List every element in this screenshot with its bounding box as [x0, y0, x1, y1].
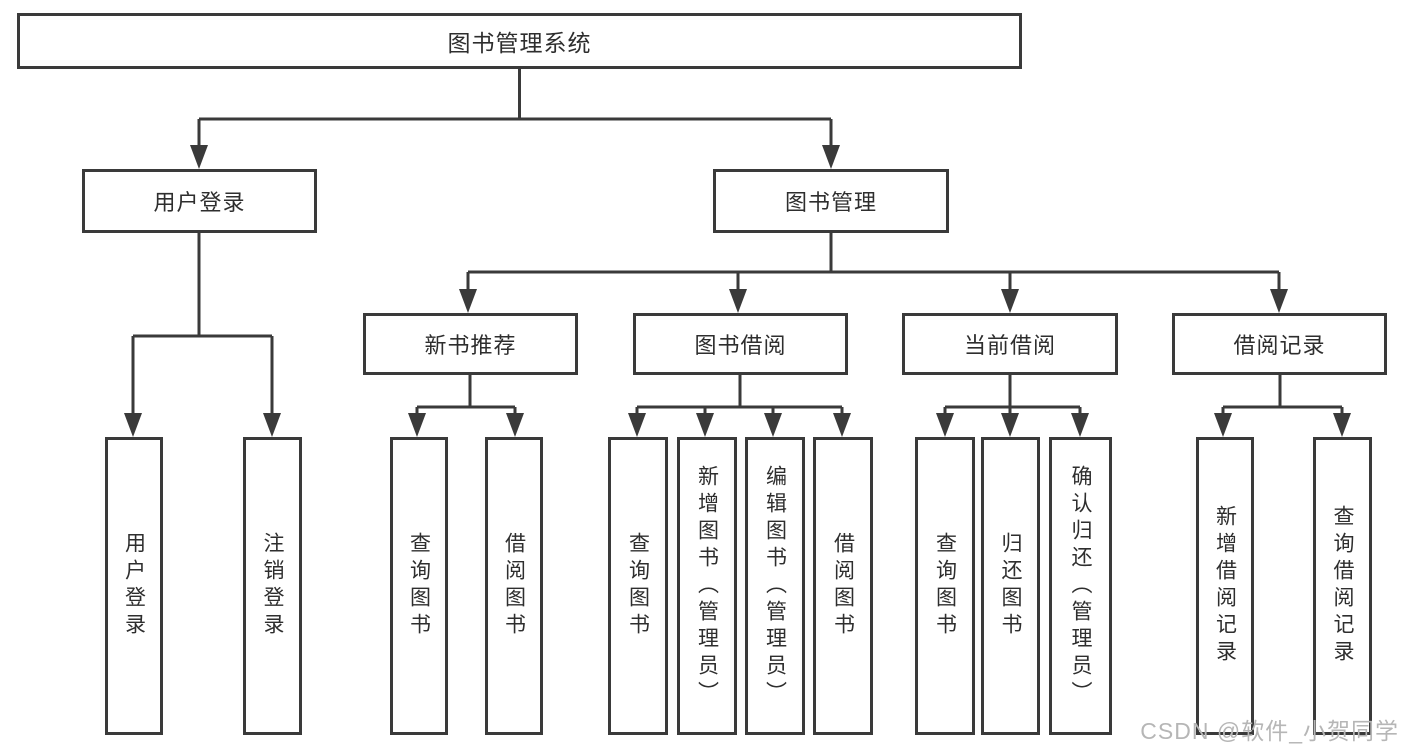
connector-records — [1221, 375, 1344, 418]
leaf-cb-return-books-label: 归还图书 — [999, 532, 1022, 640]
leaf-bb-borrow-books: 借阅图书 — [813, 437, 873, 735]
leaf-logout-label: 注销登录 — [261, 532, 284, 640]
leaf-cb-confirm-return-admin: 确认归还（管理员） — [1049, 437, 1112, 735]
leaf-br-add-record: 新增借阅记录 — [1196, 437, 1254, 735]
leaf-bb-query-books-label: 查询图书 — [626, 532, 650, 640]
leaf-cb-query-books-label: 查询图书 — [933, 532, 957, 640]
leaf-cb-query-books: 查询图书 — [915, 437, 975, 735]
leaf-bb-add-books-admin: 新增图书（管理员） — [677, 437, 737, 735]
arrowheads — [124, 145, 1351, 437]
node-book-management-label: 图书管理 — [784, 190, 877, 215]
node-current-borrowing: 当前借阅 — [902, 313, 1118, 375]
leaf-logout: 注销登录 — [243, 437, 302, 735]
leaf-cb-return-books: 归还图书 — [981, 437, 1040, 735]
node-book-borrowing: 图书借阅 — [633, 313, 848, 375]
connector-recommend — [415, 375, 517, 418]
node-book-management: 图书管理 — [713, 169, 949, 233]
connector-mgmt-branch — [466, 233, 1281, 294]
connector-root-to-level2 — [197, 69, 833, 150]
leaf-cb-confirm-return-admin-label: 确认归还（管理员） — [1069, 464, 1092, 708]
connector-current — [943, 375, 1082, 418]
connector-user-branch — [131, 233, 274, 418]
connector-borrowing — [635, 375, 844, 418]
node-new-book-recommend: 新书推荐 — [363, 313, 578, 375]
node-borrowing-records: 借阅记录 — [1172, 313, 1387, 375]
leaf-bb-borrow-books-label: 借阅图书 — [831, 532, 855, 640]
leaf-rec-borrow-books-label: 借阅图书 — [502, 532, 526, 640]
node-user-login-branch: 用户登录 — [82, 169, 317, 233]
node-user-login-branch-label: 用户登录 — [153, 190, 246, 215]
leaf-rec-query-books-label: 查询图书 — [407, 532, 431, 640]
leaf-user-login-label: 用户登录 — [122, 532, 146, 640]
leaf-br-add-record-label: 新增借阅记录 — [1213, 505, 1237, 667]
leaf-user-login: 用户登录 — [105, 437, 163, 735]
node-root-label: 图书管理系统 — [447, 30, 592, 56]
node-root: 图书管理系统 — [17, 13, 1022, 69]
node-current-borrowing-label: 当前借阅 — [963, 333, 1056, 358]
leaf-br-query-record-label: 查询借阅记录 — [1331, 505, 1354, 667]
watermark: CSDN @软件_小贺同学 — [1140, 718, 1399, 744]
node-new-book-recommend-label: 新书推荐 — [424, 333, 517, 358]
node-book-borrowing-label: 图书借阅 — [694, 333, 787, 358]
leaf-br-query-record: 查询借阅记录 — [1313, 437, 1372, 735]
leaf-rec-query-books: 查询图书 — [390, 437, 448, 735]
leaf-rec-borrow-books: 借阅图书 — [485, 437, 543, 735]
node-borrowing-records-label: 借阅记录 — [1233, 333, 1326, 358]
leaf-bb-add-books-admin-label: 新增图书（管理员） — [695, 464, 719, 708]
leaf-bb-query-books: 查询图书 — [608, 437, 668, 735]
leaf-bb-edit-books-admin-label: 编辑图书（管理员） — [763, 464, 787, 708]
leaf-bb-edit-books-admin: 编辑图书（管理员） — [745, 437, 805, 735]
